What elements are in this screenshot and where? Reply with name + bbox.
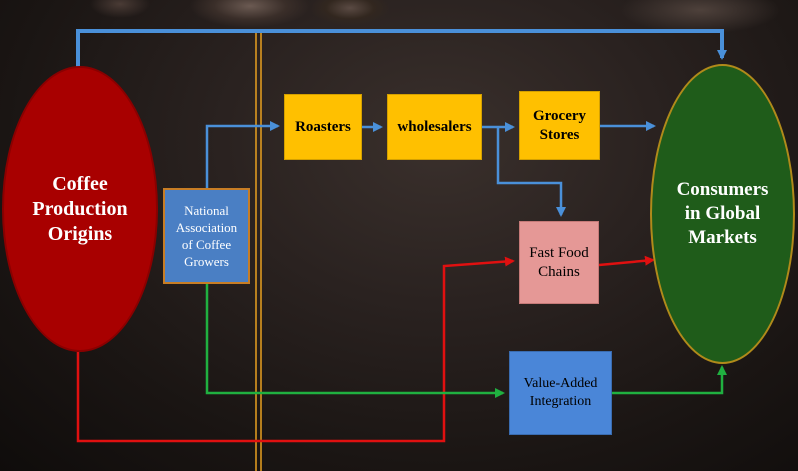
node-wholesalers: wholesalers: [387, 94, 482, 160]
node-label-line: of Coffee: [181, 237, 232, 252]
node-label-line: wholesalers: [397, 118, 472, 135]
node-label-line: Markets: [688, 227, 757, 248]
arrow-wholesalers-to-fastfood: [496, 127, 566, 217]
arrow-origins-to-fastfood: [76, 256, 515, 443]
node-grocery-stores: Grocery Stores: [519, 91, 600, 160]
arrow-nacg-to-valueadded: [205, 284, 505, 398]
arrow-origins-to-consumers: [76, 29, 727, 72]
node-value-added-integration: Value-Added Integration: [509, 351, 612, 435]
node-label-line: Association: [175, 220, 238, 235]
coffee-beans-background: [0, 0, 798, 40]
arrow-valueadded-to-consumers: [612, 365, 727, 395]
node-label-line: Coffee: [52, 172, 108, 195]
node-label-line: Integration: [529, 394, 592, 409]
node-label-line: Stores: [539, 126, 580, 143]
node-coffee-production-origins: Coffee Production Origins: [2, 66, 158, 352]
arrow-fastfood-to-consumers: [598, 255, 655, 267]
node-consumers-global-markets: Consumers in Global Markets: [650, 64, 795, 364]
node-label-line: Fast Food: [529, 244, 589, 261]
node-label-line: Chains: [538, 263, 580, 280]
node-label-line: Roasters: [295, 118, 351, 135]
node-label-line: Production: [32, 197, 128, 220]
node-national-association-coffee-growers: National Association of Coffee Growers: [163, 188, 250, 284]
node-label-line: Consumers: [676, 179, 769, 200]
node-label-line: Origins: [47, 222, 113, 245]
node-label-line: National: [184, 203, 229, 218]
node-label-line: Growers: [184, 254, 229, 269]
node-fast-food-chains: Fast Food Chains: [519, 221, 599, 304]
node-label-line: Value-Added: [523, 376, 598, 391]
arrow-nacg-to-roasters: [205, 121, 280, 188]
node-roasters: Roasters: [284, 94, 362, 160]
node-label-line: in Global: [684, 203, 761, 224]
node-label-line: Grocery: [532, 107, 587, 124]
